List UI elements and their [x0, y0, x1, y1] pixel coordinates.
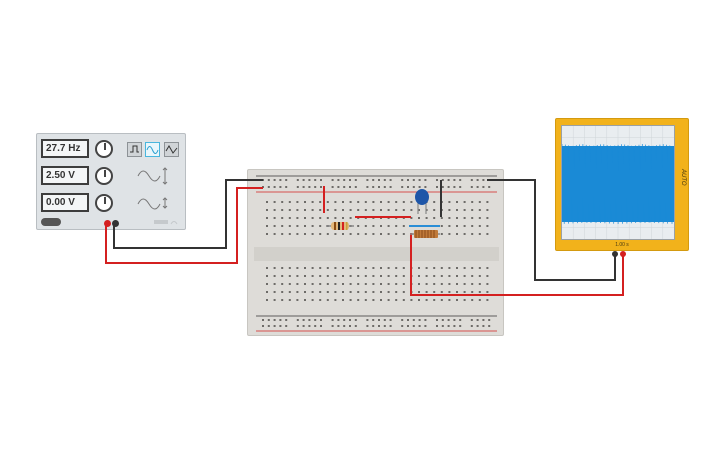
sine-wave-button[interactable]: [145, 142, 160, 157]
dc-offset-knob[interactable]: [95, 194, 113, 212]
dc-offset-display: 0.00 V: [41, 193, 89, 212]
frequency-display: 27.7 Hz: [41, 139, 89, 158]
brand-logo: [154, 220, 178, 225]
positive-terminal[interactable]: [104, 220, 111, 227]
signal-wire: [105, 187, 263, 264]
amplitude-knob[interactable]: [95, 167, 113, 185]
scope-ground-wire: [487, 179, 616, 281]
amplitude-display: 2.50 V: [41, 166, 89, 185]
amplitude-graphic: [137, 167, 168, 185]
offset-graphic: [137, 197, 168, 210]
ground-wire: [113, 179, 263, 249]
inductor: [410, 230, 440, 238]
negative-terminal[interactable]: [112, 220, 119, 227]
triangle-wave-button[interactable]: [164, 142, 179, 157]
time-per-division-label: 1.00 s: [615, 242, 629, 248]
triangle-wave-icon: [165, 145, 178, 154]
frequency-knob[interactable]: [95, 140, 113, 158]
scope-probe-wire: [410, 233, 624, 296]
square-wave-icon: [130, 145, 139, 153]
oscilloscope-screen: [561, 125, 675, 240]
scope-ground-terminal: [612, 251, 618, 257]
oscilloscope-brand: AUTO: [680, 169, 686, 186]
oscilloscope[interactable]: AUTO 1.00 s: [555, 118, 689, 251]
waveform-trace: [561, 126, 674, 239]
resistor: [326, 222, 354, 230]
scope-probe-terminal: [620, 251, 626, 257]
power-switch[interactable]: [41, 218, 61, 226]
square-wave-button[interactable]: [127, 142, 142, 157]
function-generator[interactable]: 27.7 Hz 2.50 V 0.00 V: [36, 133, 186, 230]
sine-wave-icon: [146, 146, 159, 154]
capacitor: [415, 189, 429, 214]
